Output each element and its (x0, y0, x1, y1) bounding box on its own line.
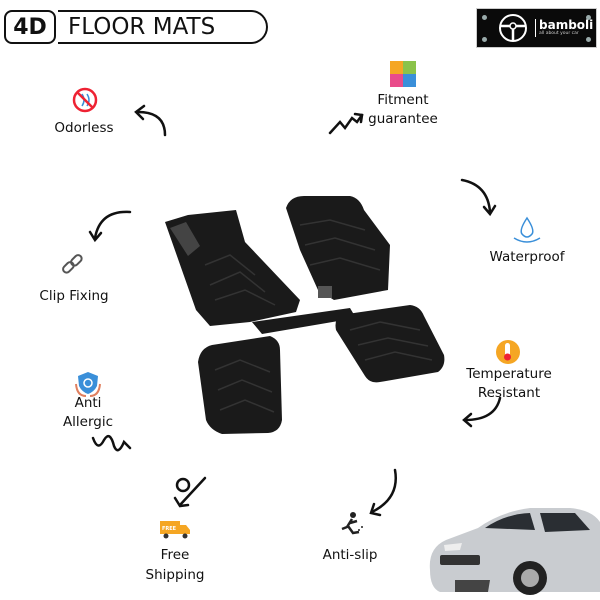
anti-allergy-icon (75, 372, 101, 397)
thermometer-icon (496, 340, 520, 364)
feature-shipping-line2: Shipping (145, 567, 205, 583)
arrow-shipping (178, 476, 207, 507)
rear-left-mat (198, 336, 282, 434)
feature-shipping-line1: Free (160, 547, 190, 563)
rear-right-mat (335, 305, 445, 383)
delivery-truck-icon: FREE (160, 521, 190, 539)
arrow-clip (93, 210, 132, 240)
feature-fitment-line1: Fitment (377, 92, 429, 108)
arrow-waterproof (460, 178, 492, 214)
brand-tagline: all about your car (539, 31, 579, 36)
chain-link-icon (62, 254, 83, 274)
feature-clip-fixing: Clip Fixing (39, 288, 109, 304)
water-drop-icon (513, 216, 541, 243)
arrow-temperature (463, 396, 502, 422)
car-image (429, 508, 600, 595)
steering-wheel-icon (499, 14, 527, 42)
squiggle-allergic (91, 434, 132, 452)
arrow-antislip (370, 468, 397, 514)
feature-waterproof: Waterproof (489, 249, 565, 265)
feature-allergic-line2: Allergic (62, 414, 114, 430)
arrow-odorless (136, 110, 167, 137)
arrow-fitment (328, 113, 364, 135)
title-text: FLOOR MATS (68, 14, 216, 40)
puzzle-icon (390, 61, 416, 87)
page-title: FLOOR MATS (58, 10, 268, 44)
floor-mats-image (165, 196, 445, 434)
feature-odorless: Odorless (54, 120, 114, 136)
feature-allergic-line1: Anti (74, 395, 102, 411)
badge-text: 4D (13, 14, 47, 40)
brand-logo: bamboli all about your car (476, 8, 597, 48)
feature-antislip: Anti-slip (322, 547, 378, 563)
driver-mat (165, 210, 300, 326)
4d-badge: 4D (4, 10, 56, 44)
free-badge-text: FREE (162, 526, 177, 532)
brand-name: bamboli (539, 18, 594, 32)
feature-fitment-line2: guarantee (368, 111, 438, 127)
feature-temperature-line2: Resistant (477, 385, 541, 401)
slipping-person-icon (341, 512, 363, 535)
passenger-mat (286, 196, 390, 300)
rear-bridge (252, 308, 356, 334)
feature-temperature-line1: Temperature (466, 366, 552, 382)
no-smell-icon (72, 87, 98, 113)
